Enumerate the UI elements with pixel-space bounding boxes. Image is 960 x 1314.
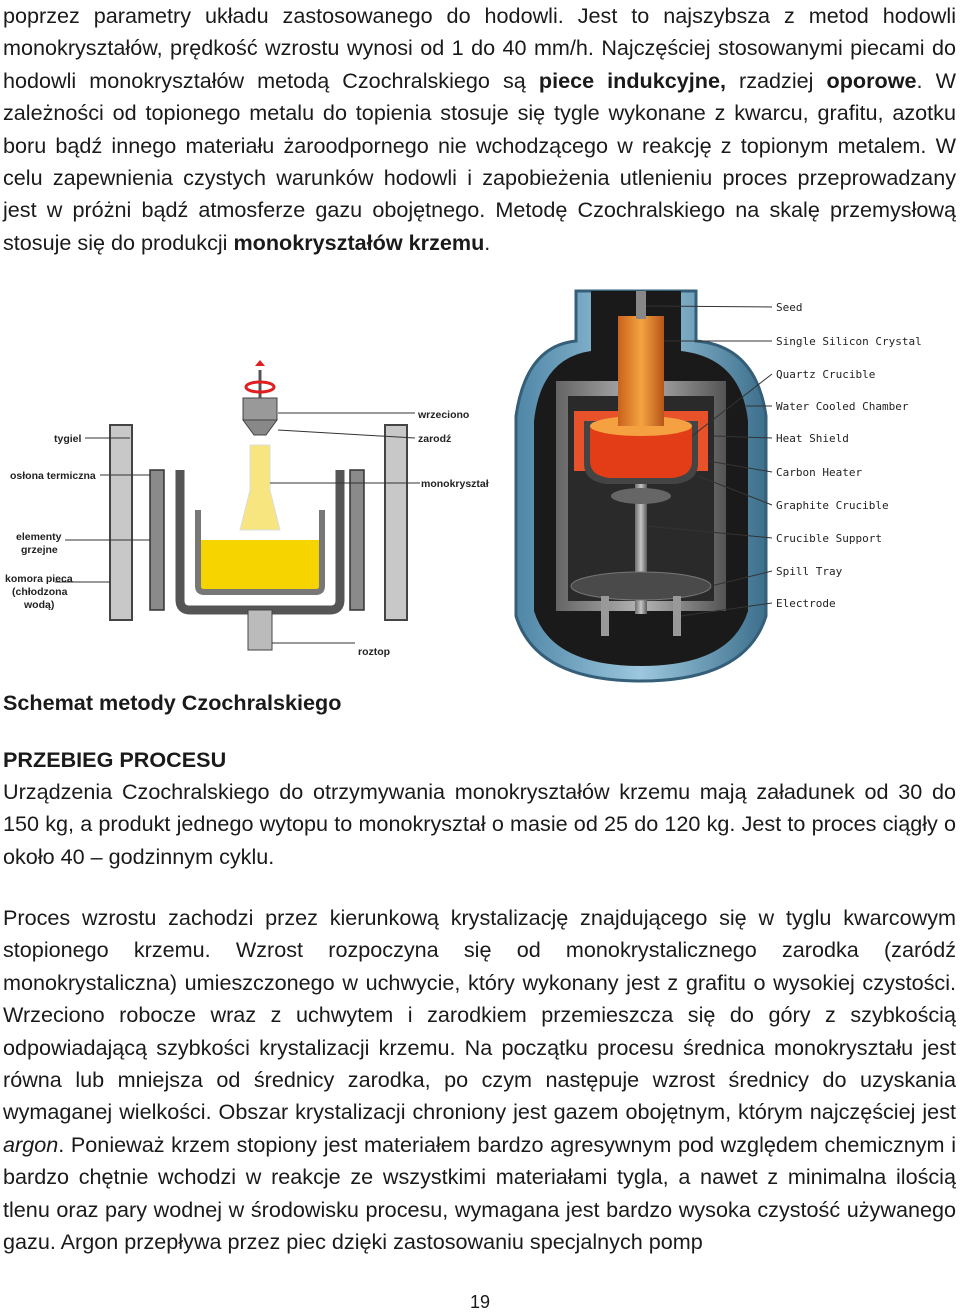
- label-heater: Carbon Heater: [776, 466, 862, 479]
- rotation-arrow-icon: [244, 380, 276, 394]
- label-quartz: Quartz Crucible: [776, 368, 875, 381]
- label-monokrysztal: monokryształ: [421, 478, 489, 490]
- intro-paragraph: poprzez parametry układu zastosowanego d…: [3, 0, 956, 259]
- leader-zarodz: [277, 429, 416, 439]
- heater-right: [349, 469, 365, 611]
- intro-bold-1: piece indukcyjne,: [538, 67, 726, 93]
- label-graphite: Graphite Crucible: [776, 499, 889, 512]
- quartz-crucible: [590, 426, 692, 478]
- leader-lines: [645, 305, 773, 617]
- seed-chuck: [242, 419, 278, 436]
- czochralski-schematic: wrzeciono tygiel zarodź osłona termiczna…: [5, 360, 489, 658]
- label-spill: Spill Tray: [776, 565, 843, 578]
- label-oslona: osłona termiczna: [10, 470, 96, 482]
- label-chamber: Water Cooled Chamber: [776, 400, 909, 413]
- paragraph-2-text-1: Proces wzrostu zachodzi przez kierunkową…: [3, 905, 956, 1125]
- paragraph-2-italic: argon: [3, 1131, 59, 1157]
- intro-bold-3: monokryształów krzemu: [233, 229, 485, 255]
- support-plate: [611, 488, 671, 504]
- label-komora-2: (chłodzona: [12, 586, 68, 598]
- crystal: [239, 444, 281, 531]
- label-seed: Seed: [776, 301, 803, 314]
- seed-holder: [242, 397, 278, 421]
- intro-text-2: rzadziej: [725, 67, 827, 93]
- page-number: 19: [469, 1292, 491, 1312]
- electrode-left: [601, 596, 609, 636]
- intro-text-1: poprzez parametry układu zastosowanego d…: [3, 3, 956, 93]
- section-title: PRZEBIEG PROCESU: [3, 747, 227, 772]
- label-tygiel: tygiel: [54, 433, 82, 445]
- label-komora-1: komora pieca: [5, 573, 73, 585]
- heater-left: [149, 469, 165, 611]
- chamber-wall-right: [384, 424, 408, 621]
- label-roztop: roztop: [358, 646, 390, 658]
- paragraph-1: Urządzenia Czochralskiego do otrzymywani…: [3, 779, 956, 869]
- label-electrode: Electrode: [776, 597, 836, 610]
- label-crystal: Single Silicon Crystal: [776, 335, 922, 348]
- intro-bold-2: oporowe: [826, 67, 917, 93]
- label-wrzeciono: wrzeciono: [417, 409, 469, 421]
- label-support: Crucible Support: [776, 532, 882, 545]
- bottom-shaft: [247, 609, 273, 651]
- electrode-right: [673, 596, 681, 636]
- label-shield: Heat Shield: [776, 432, 849, 445]
- silicon-crystal: [618, 316, 664, 426]
- up-arrow-icon: [255, 360, 265, 366]
- paragraph-2: Proces wzrostu zachodzi przez kierunkową…: [3, 902, 956, 1258]
- chamber-wall-left: [109, 424, 133, 621]
- intro-text-3: . W zależności od topionego metalu do to…: [3, 67, 956, 255]
- spill-tray: [570, 571, 712, 601]
- seed: [636, 291, 646, 319]
- label-komora-3: wodą): [23, 599, 54, 611]
- furnace-cutaway: Seed Single Silicon Crystal Quartz Cruci…: [514, 289, 922, 683]
- figure-caption: Schemat metody Czochralskiego: [3, 690, 342, 715]
- label-zarodz: zarodź: [418, 433, 451, 445]
- paragraph-2-text-2: . Ponieważ krzem stopiony jest materiałe…: [3, 1131, 956, 1255]
- intro-text-4: .: [484, 229, 491, 255]
- label-elementy-1: elementy: [16, 531, 62, 543]
- label-elementy-2: grzejne: [21, 544, 58, 556]
